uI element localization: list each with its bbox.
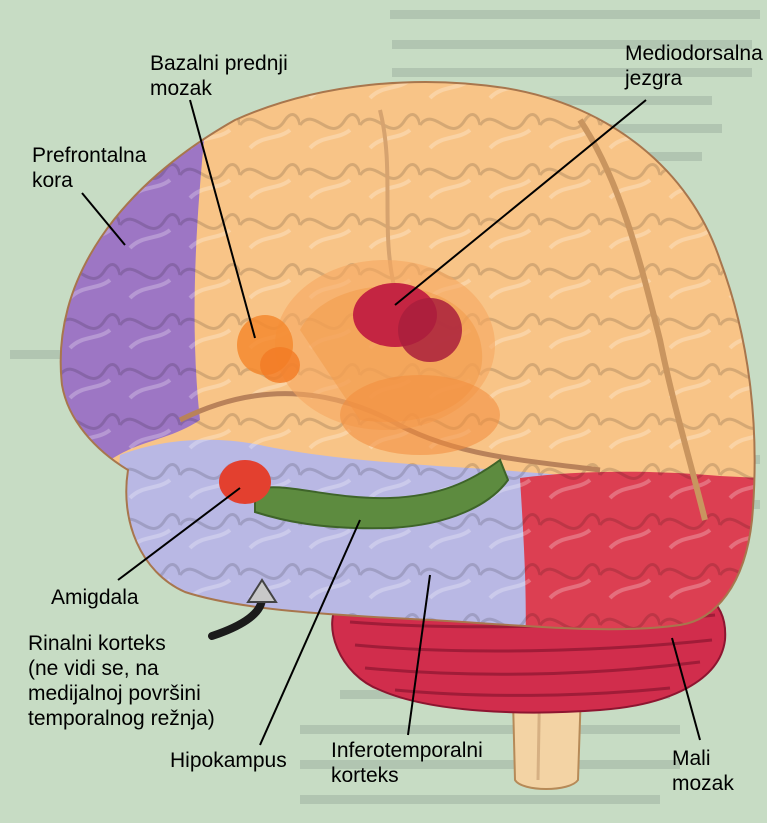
label-line: temporalnog režnja) [28,706,215,731]
label-line: Inferotemporalni [331,738,483,763]
label-line: (ne vidi se, na [28,656,215,681]
label-line: mozak [672,771,734,796]
label-mediodorsalna-jezgra: Mediodorsalna jezgra [625,41,763,91]
label-line: medijalnoj površini [28,681,215,706]
label-hipokampus: Hipokampus [170,748,287,773]
label-line: mozak [150,76,288,101]
label-bazalni-prednji-mozak: Bazalni prednji mozak [150,51,288,101]
label-rinalni-korteks: Rinalni korteks (ne vidi se, na medijaln… [28,631,215,731]
label-amigdala: Amigdala [51,585,139,610]
label-line: Bazalni prednji [150,51,288,76]
label-inferotemporalni-korteks: Inferotemporalni korteks [331,738,483,788]
label-line: kora [32,168,146,193]
label-line: Mediodorsalna [625,41,763,66]
label-line: Rinalni korteks [28,631,215,656]
label-line: Prefrontalna [32,143,146,168]
label-line: korteks [331,763,483,788]
label-line: Mali [672,746,734,771]
label-mali-mozak: Mali mozak [672,746,734,796]
label-line: jezgra [625,66,763,91]
label-prefrontalna-kora: Prefrontalna kora [32,143,146,193]
